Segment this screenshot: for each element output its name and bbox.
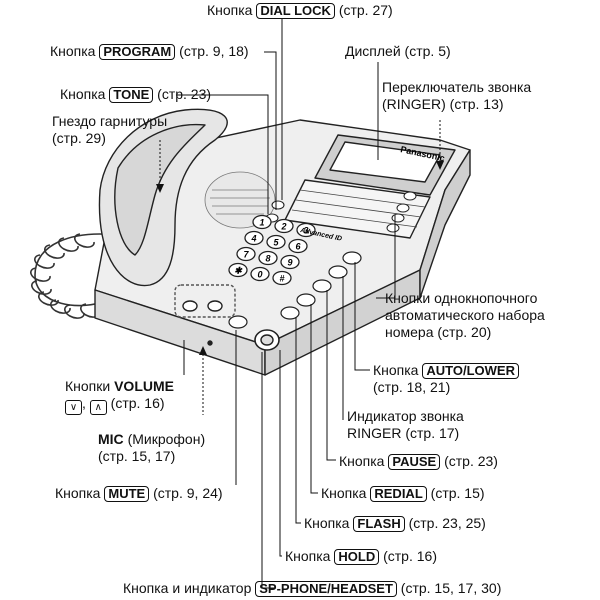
page-ref: (стр. 23) bbox=[444, 453, 498, 469]
leader-dotted bbox=[159, 120, 441, 415]
function-buttons bbox=[228, 251, 362, 329]
page-ref: (стр. 23, 25) bbox=[408, 515, 486, 531]
redial-key: REDIAL bbox=[370, 486, 427, 502]
sp-phone-key: SP-PHONE/HEADSET bbox=[255, 581, 397, 597]
page-ref: (RINGER) (стр. 13) bbox=[382, 96, 504, 112]
label-text: Переключатель звонка bbox=[382, 79, 532, 95]
page-ref: (стр. 15, 17) bbox=[98, 448, 176, 464]
label-text: Кнопки bbox=[65, 378, 111, 394]
svg-text:3: 3 bbox=[303, 226, 308, 236]
label-text: Кнопка bbox=[339, 453, 385, 469]
volume-cluster bbox=[174, 284, 236, 318]
label-text: Кнопка bbox=[60, 86, 106, 102]
label-text: Кнопка bbox=[321, 485, 367, 501]
flash-key: FLASH bbox=[353, 516, 405, 532]
label-mic: MIC (Микрофон) (стр. 15, 17) bbox=[98, 431, 205, 465]
tone-key: TONE bbox=[109, 87, 154, 103]
page-ref: (стр. 9, 24) bbox=[153, 485, 223, 501]
svg-text:9: 9 bbox=[287, 258, 292, 268]
keypad-key: 1 bbox=[252, 214, 272, 230]
svg-text:5: 5 bbox=[273, 238, 279, 248]
label-dial-lock: Кнопка DIAL LOCK (стр. 27) bbox=[207, 2, 393, 19]
mute-key: MUTE bbox=[104, 486, 150, 502]
page-ref: (стр. 9, 18) bbox=[179, 43, 249, 59]
label-text: Кнопка bbox=[304, 515, 350, 531]
label-redial: Кнопка REDIAL (стр. 15) bbox=[321, 485, 485, 502]
keypad-key: # bbox=[272, 270, 292, 286]
label-flash: Кнопка FLASH (стр. 23, 25) bbox=[304, 515, 486, 532]
svg-text:✱: ✱ bbox=[234, 266, 243, 276]
separator: , bbox=[82, 395, 86, 411]
hold-key: HOLD bbox=[334, 549, 380, 565]
page-ref: RINGER (стр. 17) bbox=[347, 425, 460, 441]
pause-key: PAUSE bbox=[388, 454, 441, 470]
speaker-grille bbox=[204, 171, 276, 229]
svg-text:1: 1 bbox=[259, 218, 264, 228]
label-text: автоматического набора bbox=[385, 307, 545, 323]
svg-text:8: 8 bbox=[265, 254, 270, 264]
label-program: Кнопка PROGRAM (стр. 9, 18) bbox=[50, 43, 249, 60]
page-ref: номера (стр. 20) bbox=[385, 324, 492, 340]
keypad-key: ✱ bbox=[228, 262, 248, 278]
label-text: Кнопка и индикатор bbox=[123, 580, 252, 596]
program-key: PROGRAM bbox=[99, 44, 176, 60]
label-text: Индикатор звонка bbox=[347, 408, 464, 424]
label-tone: Кнопка TONE (стр. 23) bbox=[60, 86, 211, 103]
dial-lock-key: DIAL LOCK bbox=[256, 3, 335, 19]
label-text: Кнопка bbox=[50, 43, 96, 59]
keypad-key: 7 bbox=[236, 246, 256, 262]
auto-lower-key: AUTO/LOWER bbox=[422, 363, 519, 379]
label-text: Кнопка bbox=[207, 2, 253, 18]
keypad-key: 3 bbox=[296, 222, 316, 238]
svg-text:#: # bbox=[279, 274, 284, 284]
svg-text:7: 7 bbox=[243, 250, 249, 260]
label-display: Дисплей (стр. 5) bbox=[345, 43, 451, 60]
label-sp-phone: Кнопка и индикатор SP-PHONE/HEADSET (стр… bbox=[123, 580, 501, 597]
keypad-key: 6 bbox=[288, 238, 308, 254]
volume-word: VOLUME bbox=[114, 378, 174, 394]
keypad-key: 0 bbox=[250, 266, 270, 282]
label-text: Гнездо гарнитуры bbox=[52, 113, 168, 129]
page-ref: (стр. 15) bbox=[430, 485, 485, 501]
leader-solid bbox=[176, 18, 396, 589]
label-ringer-indicator: Индикатор звонка RINGER (стр. 17) bbox=[347, 408, 464, 442]
label-headset-jack: Гнездо гарнитуры (стр. 29) bbox=[52, 113, 167, 147]
mic-word: MIC bbox=[98, 431, 124, 447]
label-text: Кнопка bbox=[55, 485, 101, 501]
coiled-cord bbox=[30, 233, 119, 319]
label-text: Кнопка bbox=[285, 548, 331, 564]
page-ref: (стр. 23) bbox=[157, 86, 212, 102]
chevron-down-icon: ∨ bbox=[65, 400, 82, 415]
page-ref: (стр. 15, 17, 30) bbox=[400, 580, 502, 596]
keypad-key: 2 bbox=[274, 218, 294, 234]
svg-text:6: 6 bbox=[295, 242, 301, 252]
chevron-up-icon: ∧ bbox=[89, 400, 107, 415]
label-one-touch: Кнопки однокнопочного автоматического на… bbox=[385, 290, 545, 341]
keypad-key: 5 bbox=[266, 234, 286, 250]
keypad-key: 4 bbox=[244, 230, 264, 246]
page-ref: (стр. 27) bbox=[338, 2, 393, 18]
label-ringer-switch: Переключатель звонка (RINGER) (стр. 13) bbox=[382, 79, 531, 113]
svg-text:4: 4 bbox=[250, 234, 256, 244]
label-text: Дисплей (стр. 5) bbox=[345, 43, 451, 59]
page-ref: (стр. 29) bbox=[52, 130, 106, 146]
label-pause: Кнопка PAUSE (стр. 23) bbox=[339, 453, 498, 470]
keypad-key: 9 bbox=[280, 254, 300, 270]
label-auto-lower: Кнопка AUTO/LOWER (стр. 18, 21) bbox=[373, 362, 519, 396]
svg-text:0: 0 bbox=[257, 270, 262, 280]
label-text: Кнопки однокнопочного bbox=[385, 290, 538, 306]
keypad-key: 8 bbox=[258, 250, 278, 266]
page-ref: (стр. 18, 21) bbox=[373, 379, 451, 395]
page-ref: (стр. 16) bbox=[383, 548, 437, 564]
label-text: Кнопка bbox=[373, 362, 419, 378]
label-volume: Кнопки VOLUME ∨, ∧ (стр. 16) bbox=[65, 378, 174, 415]
label-text: (Микрофон) bbox=[127, 431, 206, 447]
page-ref: (стр. 16) bbox=[110, 395, 165, 411]
svg-text:2: 2 bbox=[280, 222, 286, 232]
label-hold: Кнопка HOLD (стр. 16) bbox=[285, 548, 437, 565]
label-mute: Кнопка MUTE (стр. 9, 24) bbox=[55, 485, 223, 502]
